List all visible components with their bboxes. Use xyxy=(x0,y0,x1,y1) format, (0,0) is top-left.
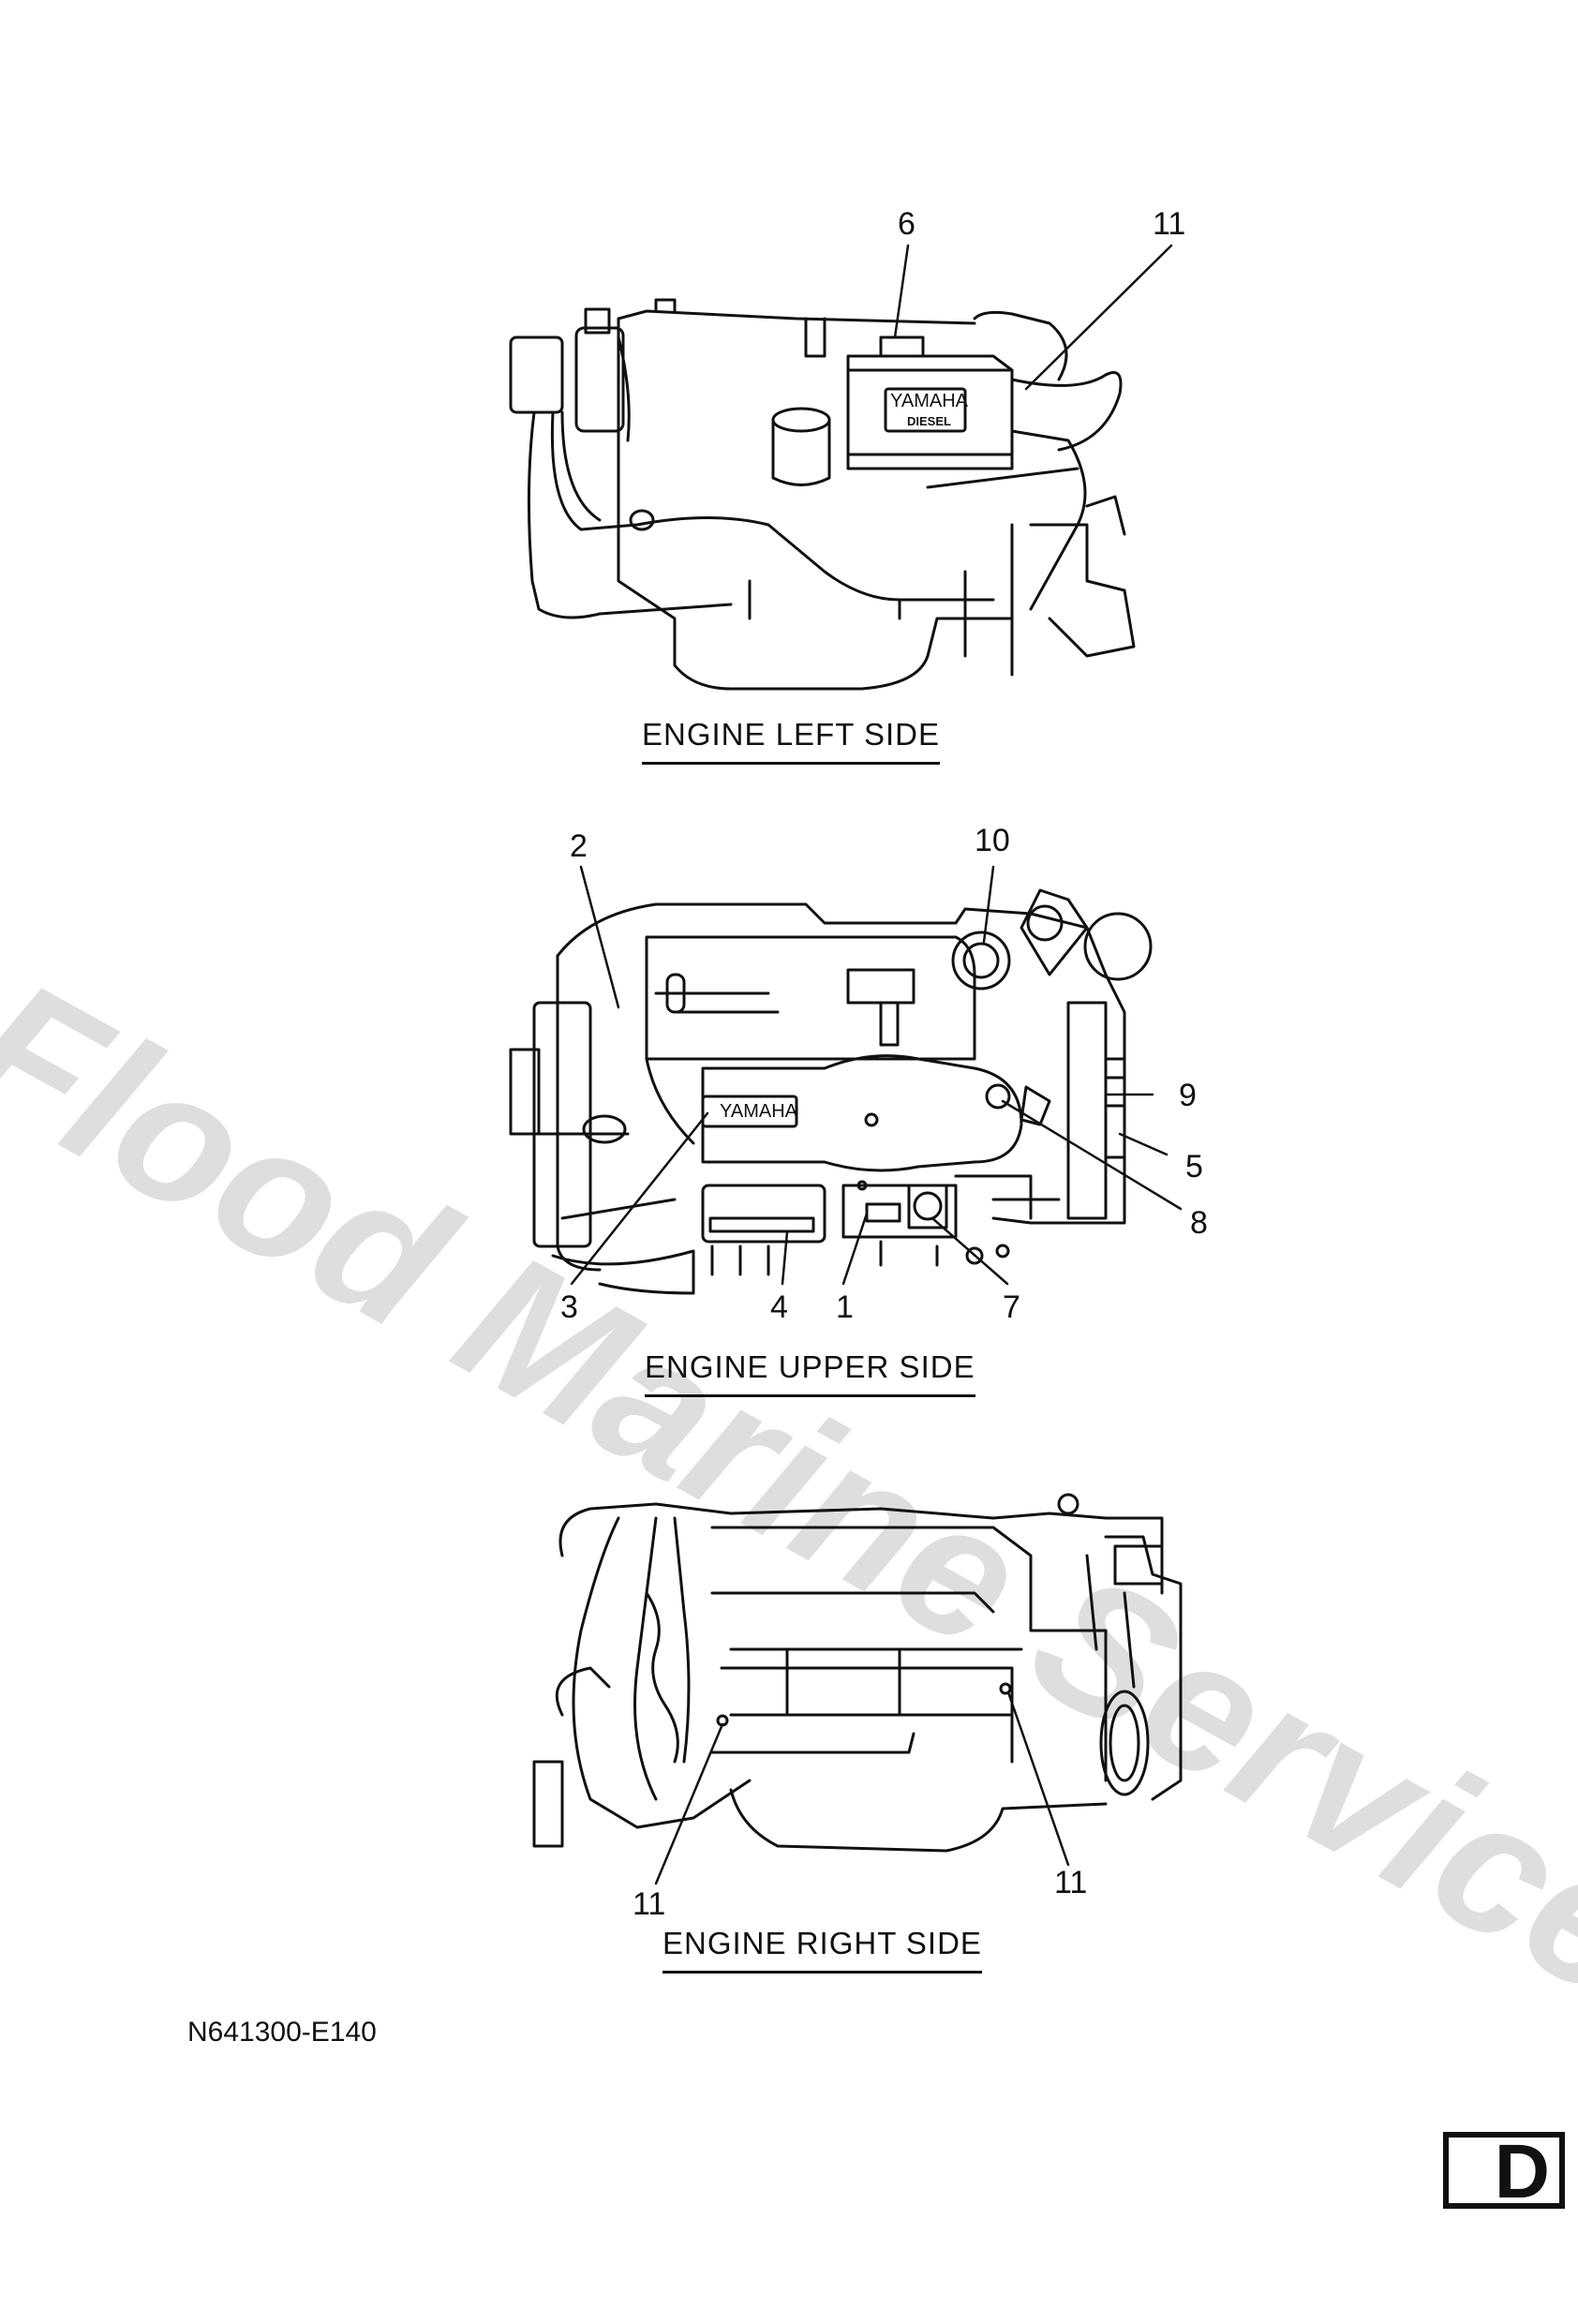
callout-1-upper: 1 xyxy=(836,1289,854,1325)
callout-3-upper: 3 xyxy=(560,1289,578,1325)
callout-11-right-b: 11 xyxy=(1054,1865,1088,1900)
engine-left-side-drawing xyxy=(509,298,1136,691)
caption-engine-upper-side: ENGINE UPPER SIDE xyxy=(645,1349,975,1397)
callout-leader-lines xyxy=(570,244,1183,1885)
caption-engine-right-side: ENGINE RIGHT SIDE xyxy=(662,1926,982,1974)
caption-engine-left-side: ENGINE LEFT SIDE xyxy=(642,717,940,765)
callout-6-left: 6 xyxy=(898,206,916,242)
callout-9-upper: 9 xyxy=(1179,1078,1197,1113)
callout-5-upper: 5 xyxy=(1185,1149,1203,1184)
yamaha-badge-upper: YAMAHA xyxy=(720,1101,797,1122)
yamaha-badge-left: YAMAHA xyxy=(890,391,968,411)
callout-7-upper: 7 xyxy=(1003,1289,1020,1325)
callout-11-left: 11 xyxy=(1153,206,1186,242)
diesel-badge-left: DIESEL xyxy=(907,414,951,428)
callout-4-upper: 4 xyxy=(770,1289,788,1325)
callout-11-right-a: 11 xyxy=(633,1886,666,1922)
section-tab: D xyxy=(1443,2129,1565,2214)
callout-10-upper: 10 xyxy=(975,823,1010,858)
figure-code: N641300-E140 xyxy=(187,2017,377,2048)
section-tab-letter: D xyxy=(1494,2129,1550,2214)
engine-right-side-drawing xyxy=(532,1493,1183,1853)
engine-upper-side-drawing xyxy=(509,888,1153,1295)
callout-2-upper: 2 xyxy=(570,828,588,864)
callout-8-upper: 8 xyxy=(1190,1205,1208,1241)
